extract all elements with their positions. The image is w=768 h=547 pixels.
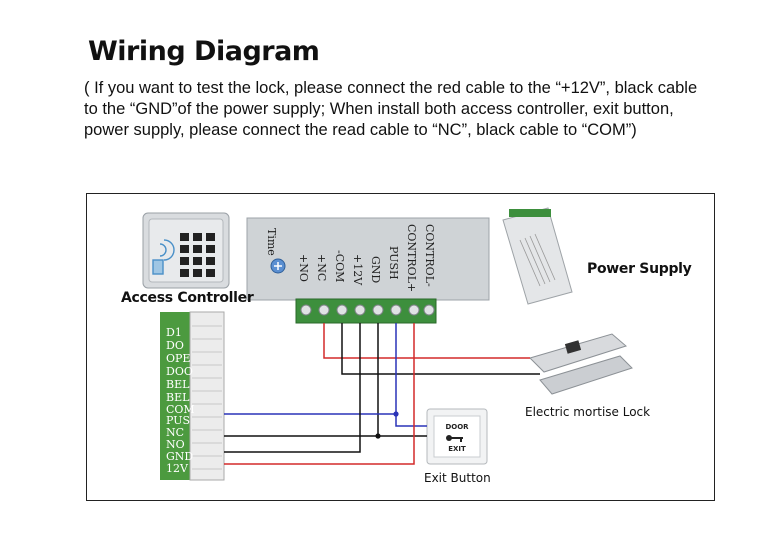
- controller-pin-label: DO: [166, 339, 184, 352]
- black-wire: [341, 323, 540, 375]
- terminal-label: +NO: [297, 254, 310, 282]
- controller-pin-label: D1: [166, 326, 182, 339]
- controller-pin-label: NC: [166, 426, 184, 439]
- access-controller-label: Access Controller: [121, 290, 254, 306]
- red-wire: [323, 323, 530, 359]
- access-controller-keypad: [142, 212, 230, 289]
- terminal-label: CONTROL-: [423, 224, 436, 287]
- rfid-icon: [152, 239, 175, 275]
- controller-pcb: D1 DO OPE DOO BEL BEL COM PUS NC NO GND …: [160, 311, 225, 481]
- keypad-keys: [180, 233, 215, 277]
- terminal-label: -COM: [333, 250, 346, 282]
- terminal-label: +12V: [351, 254, 364, 286]
- controller-pin-label: DOO: [166, 365, 193, 378]
- blue-wire: [224, 323, 397, 415]
- instructions: ( If you want to test the lock, please c…: [84, 78, 744, 141]
- black-wire: [224, 323, 361, 453]
- instructions-line: to the “GND”of the power supply; When in…: [84, 100, 674, 118]
- terminal-label: PUSH: [387, 246, 400, 280]
- blue-wire: [395, 414, 427, 427]
- controller-pin-label: 12V: [166, 462, 189, 475]
- exit-button-label: Exit Button: [424, 471, 491, 485]
- controller-pin-label: PUS: [166, 414, 190, 427]
- instructions-line: power supply, please connect the read ca…: [84, 121, 637, 139]
- lock-label: Electric mortise Lock: [525, 405, 651, 419]
- controller-pin-label: BEL: [166, 378, 190, 391]
- black-wire: [224, 323, 379, 437]
- controller-pin-label: GND: [166, 450, 193, 463]
- controller-pin-label: OPE: [166, 352, 190, 365]
- exit-button-text: DOOR: [445, 423, 469, 431]
- terminal-label: GND: [369, 256, 382, 283]
- controller-pin-label: COM: [166, 403, 195, 416]
- exit-button: DOOR EXIT: [426, 408, 488, 465]
- time-label: Time: [265, 228, 278, 256]
- instructions-line: ( If you want to test the lock, please c…: [84, 79, 698, 97]
- controller-pin-label: NO: [166, 438, 185, 451]
- terminal-label: +NC: [315, 254, 328, 281]
- key-icon: [446, 435, 463, 442]
- power-control-box: Time CONTROL- CONTROL+ PUSH GND +12V -CO…: [246, 217, 490, 324]
- exit-button-text: EXIT: [448, 445, 466, 453]
- electric-lock: [529, 333, 633, 395]
- page-title: Wiring Diagram: [88, 36, 320, 67]
- power-supply-unit: [502, 207, 573, 305]
- power-supply-label: Power Supply: [587, 261, 692, 277]
- controller-pin-label: BEL: [166, 391, 190, 404]
- diagram-frame: [86, 193, 715, 501]
- terminal-label: CONTROL+: [405, 224, 418, 292]
- wires: [224, 323, 540, 465]
- red-wire: [224, 323, 415, 465]
